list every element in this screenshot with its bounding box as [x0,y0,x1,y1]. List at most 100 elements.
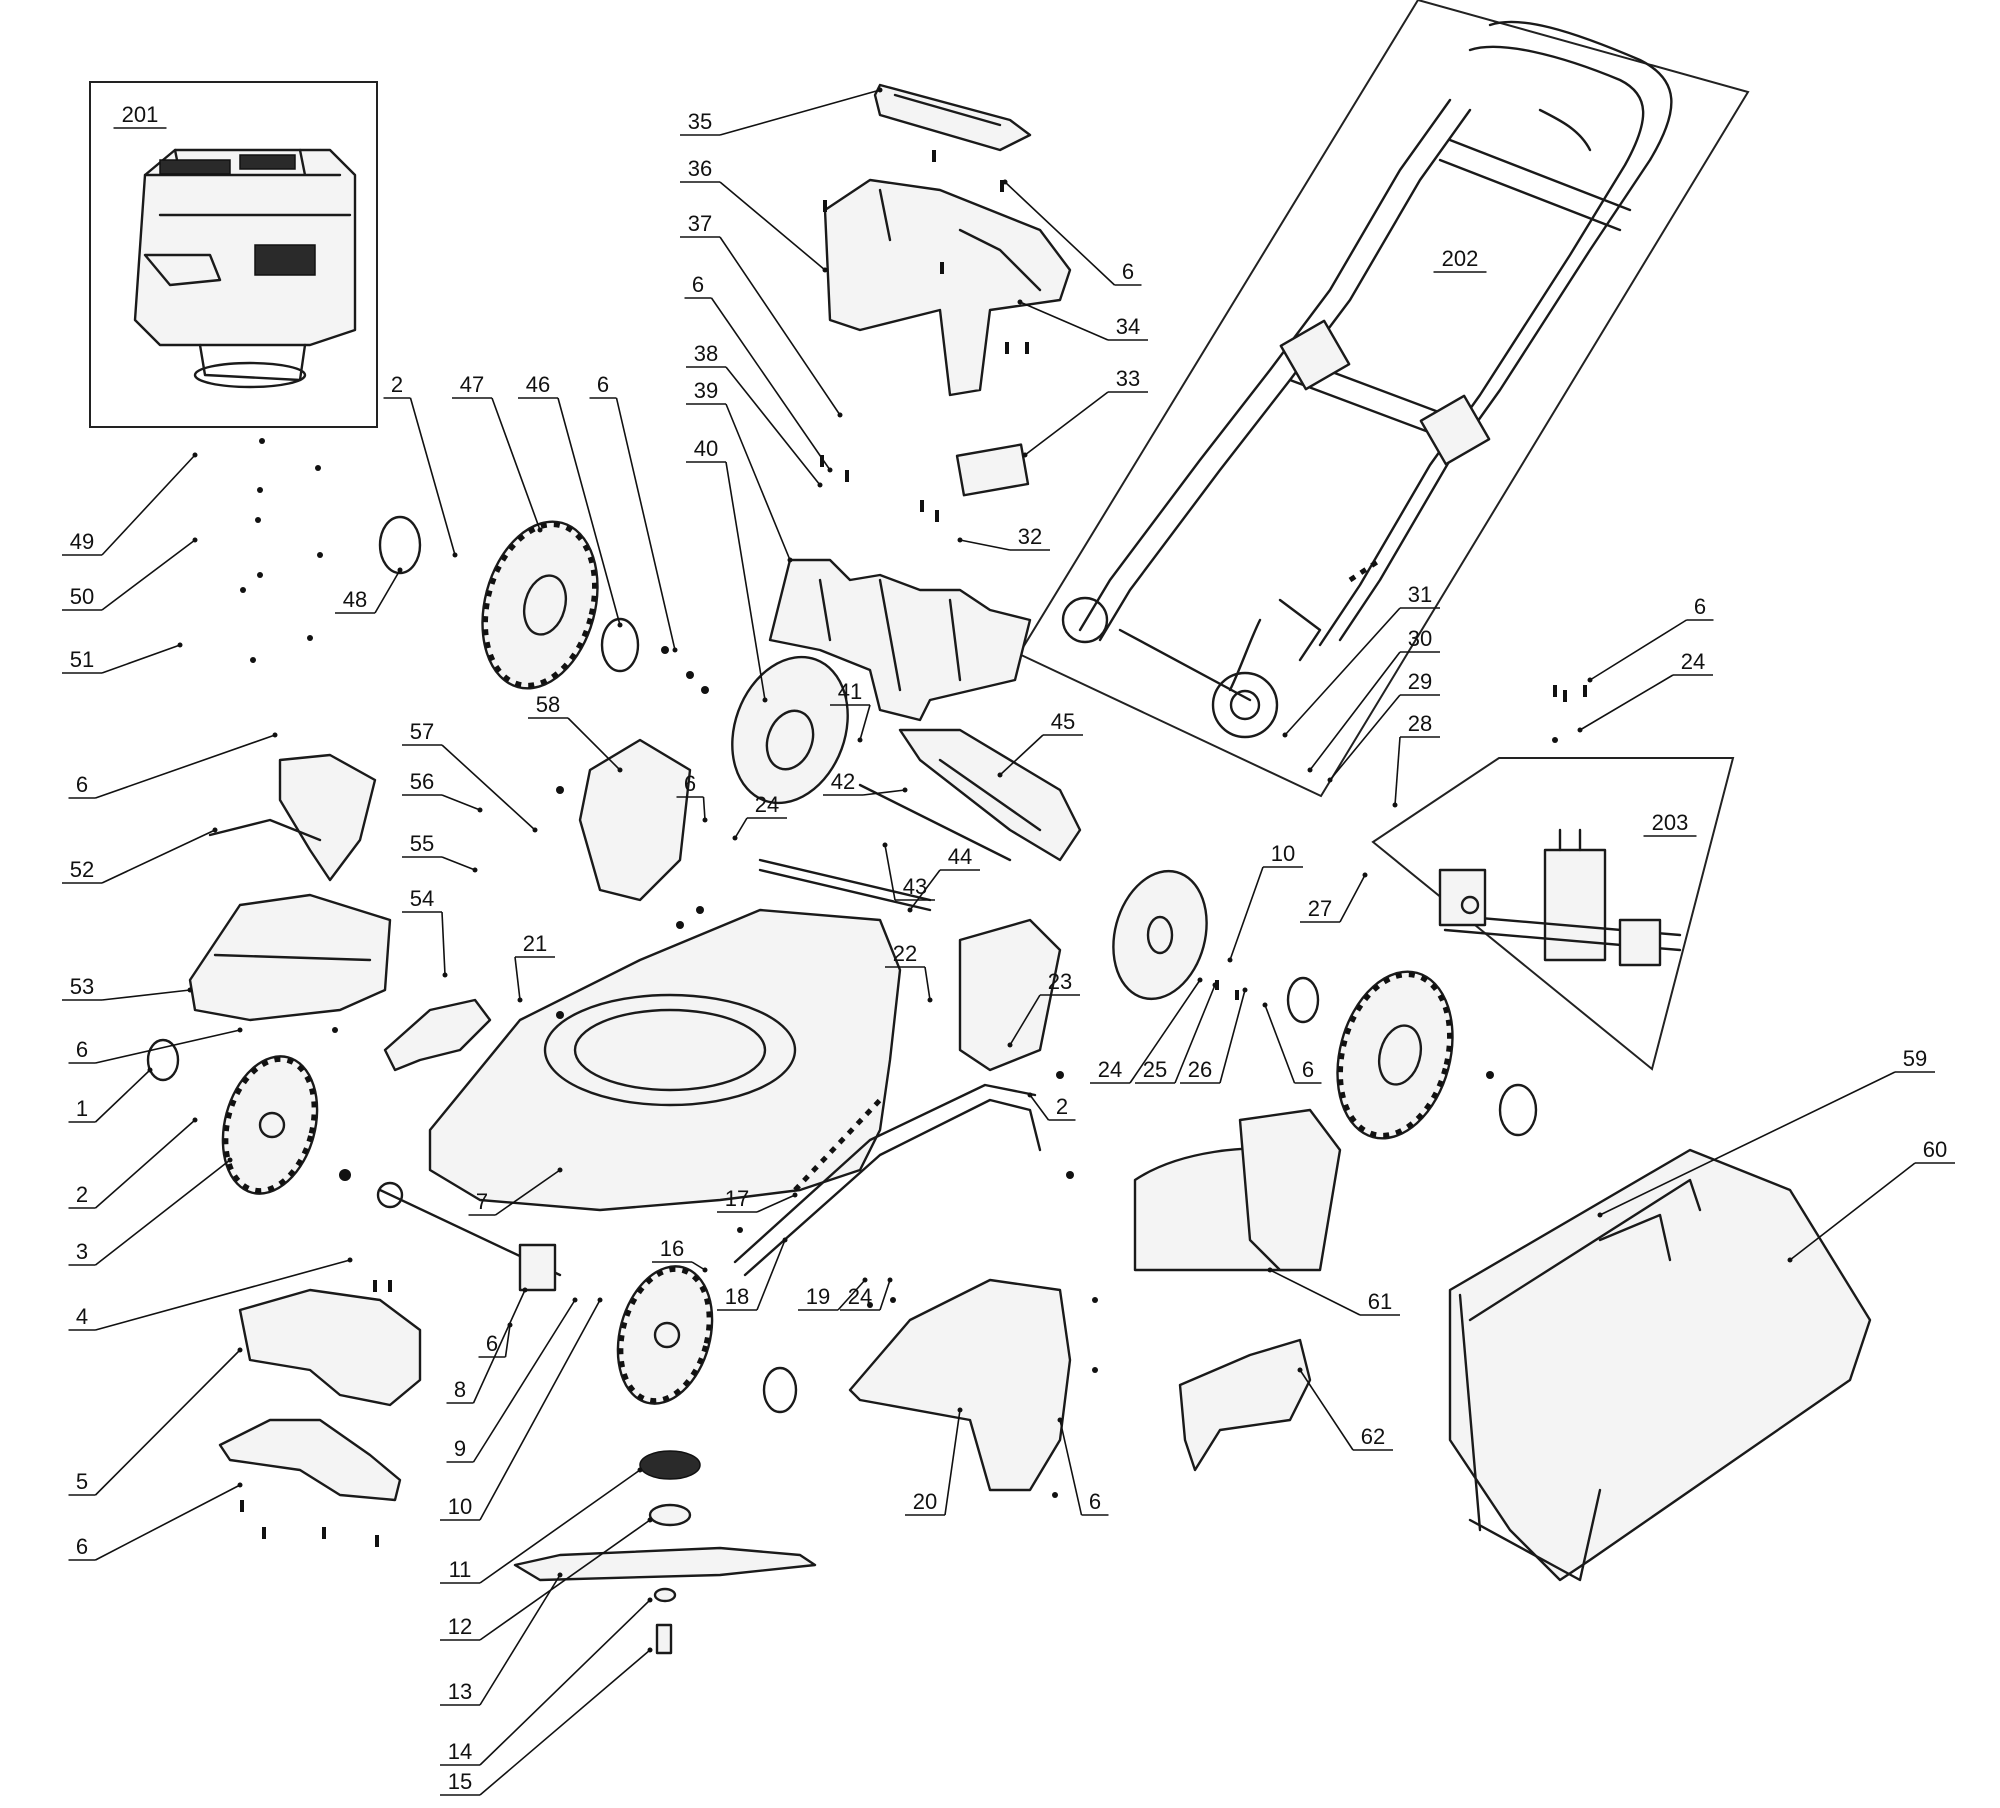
callout-leader [441,794,481,811]
callout-leader [1129,979,1201,1084]
callout-leader [719,236,841,416]
callout-leader [101,829,216,884]
leader-arrowhead [957,1407,963,1413]
leader-arrowhead [1787,1257,1793,1263]
callout-label: 28 [1408,711,1432,736]
leader-arrowhead [957,537,963,543]
callout-label: 29 [1408,669,1432,694]
leader-arrowhead [192,452,198,458]
carry-handle-35 [873,83,1032,152]
leader-arrowhead [237,1347,243,1353]
callout-leader [374,569,401,614]
callout-leader [95,1159,231,1266]
callout-leader [909,869,941,911]
rear-wheel-47 [481,520,599,690]
callout-label: 32 [1018,524,1042,549]
callout-label: 56 [410,769,434,794]
callout-leader [95,734,276,799]
motor-bracket-39 [768,558,1032,722]
callout-label: 44 [948,844,972,869]
leader-arrowhead [192,537,198,543]
callout-label: 45 [1051,709,1075,734]
callout-label: 2 [76,1182,88,1207]
leader-arrowhead [1577,727,1583,733]
leader-arrowhead [732,835,738,841]
leader-arrowhead [647,1517,653,1523]
leader-arrowhead [557,1167,563,1173]
leader-arrowhead [862,1277,868,1283]
callout-label: 57 [410,719,434,744]
leader-arrowhead [1017,299,1023,305]
callout-leader [1009,994,1041,1046]
callout-label: 30 [1408,626,1432,651]
leader-arrowhead [882,842,888,848]
callout-label: 62 [1361,1424,1385,1449]
callout-label: 19 [806,1284,830,1309]
callout-label: 12 [448,1614,472,1639]
callout-label: 24 [1681,649,1705,674]
callout-label: 34 [1116,314,1140,339]
callout-label: 36 [688,156,712,181]
callout-leader [479,1599,651,1766]
callout-label: 9 [454,1436,466,1461]
callout-leader [1309,651,1401,771]
callout-leader [479,1299,601,1521]
hub-46 [600,617,640,673]
switch-box-33 [955,443,1030,497]
callout-label: 24 [848,1284,872,1309]
leader-arrowhead [1262,1002,1268,1008]
callout-leader [95,1029,241,1064]
callout-label: 43 [903,874,927,899]
handle-assembly [1061,20,1673,739]
callout-label: 6 [1089,1489,1101,1514]
callout-label: 38 [694,341,718,366]
callout-leader [1329,694,1401,781]
callout-label: 6 [597,372,609,397]
callout-leader [1269,1269,1361,1316]
leader-arrowhead [1362,872,1368,878]
callout-leader [479,1519,651,1641]
callout-label: 6 [1694,594,1706,619]
callout-leader [837,1279,866,1311]
callout-leader [101,644,181,674]
leader-arrowhead [1197,977,1203,983]
front-wheel-3 [221,1055,319,1195]
callout-leader [719,89,881,136]
callout-leader [514,956,521,1001]
leader-lines [62,87,1955,1796]
callout-label: 4 [76,1304,88,1329]
leader-arrowhead [472,867,478,873]
fasteners [240,150,1587,1547]
callout-leader [479,1649,651,1796]
callout-label: 13 [448,1679,472,1704]
callout-leader [691,1261,706,1271]
callout-label: 26 [1188,1057,1212,1082]
leader-arrowhead [212,827,218,833]
callout-leader [95,1484,241,1561]
callout-leader [567,717,621,771]
callout-leader [441,744,536,831]
cover-52 [208,753,377,882]
blade-13 [513,1546,817,1582]
leader-arrowhead [782,1237,788,1243]
callout-leader [719,181,826,271]
callout-leader [95,1259,351,1331]
callout-leader [1219,989,1246,1084]
callout-leader [1004,181,1116,286]
inset-box-201 [89,81,378,428]
leader-arrowhead [877,87,883,93]
callout-label: 46 [526,372,550,397]
callout-label: 6 [1302,1057,1314,1082]
leader-arrowhead [1307,767,1313,773]
callout-leader [94,1119,196,1209]
callout-label: 6 [684,771,696,796]
callout-leader [1299,1369,1354,1451]
front-wheel-center [616,1265,714,1405]
height-bracket-23 [958,918,1062,1072]
callout-label: 48 [343,587,367,612]
callout-leader [1394,736,1401,806]
leader-arrowhead [227,1157,233,1163]
leader-arrowhead [442,972,448,978]
callout-leader [94,1069,151,1123]
callout-label: 31 [1408,582,1432,607]
